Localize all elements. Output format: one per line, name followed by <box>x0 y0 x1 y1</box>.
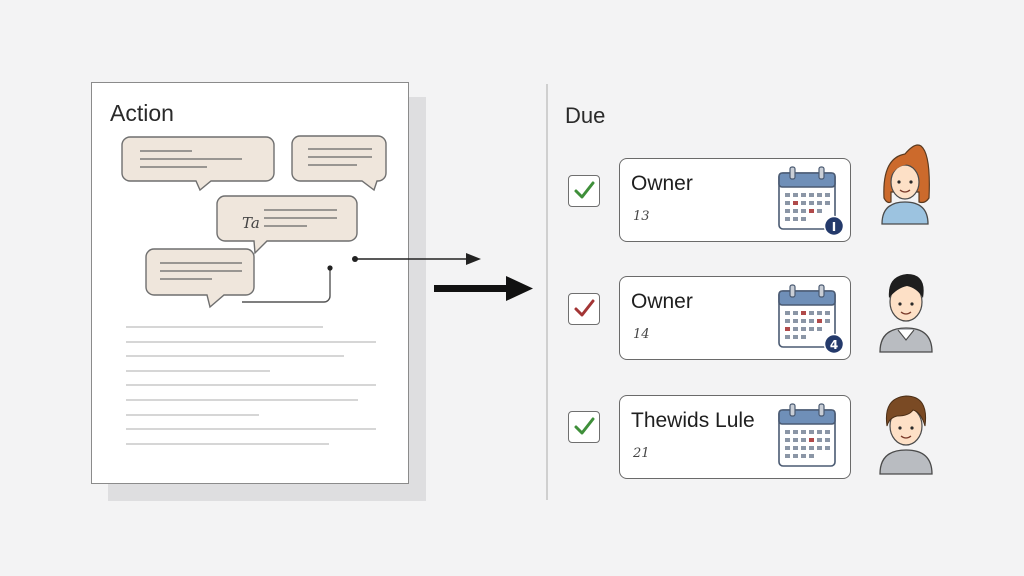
text-line <box>126 369 270 372</box>
comment-bubble-2 <box>291 135 387 192</box>
task-card-3[interactable]: Thewids Lule 21 <box>619 395 851 479</box>
task-row-3: Thewids Lule 21 <box>0 0 1024 479</box>
calendar-icon <box>778 403 836 467</box>
task-number: 13 <box>633 209 650 224</box>
task-card-2[interactable]: Owner 14 4 <box>619 276 851 360</box>
avatar-man-dark-hair <box>879 274 933 353</box>
text-line <box>126 398 358 401</box>
source-document: Action Ta <box>91 82 409 484</box>
task-number: 21 <box>633 446 650 461</box>
text-line <box>126 340 376 343</box>
avatar-man-brown-hair <box>879 395 933 475</box>
task-checkbox-2[interactable] <box>568 293 600 325</box>
task-card-1[interactable]: Owner 13 I <box>619 158 851 242</box>
task-row-2: Owner 14 4 <box>0 0 1024 360</box>
text-line <box>126 384 376 387</box>
panel-divider <box>546 84 548 500</box>
avatar-woman-red-hair <box>881 144 930 225</box>
task-row-1: Owner 13 I <box>0 0 1024 242</box>
thick-arrow <box>434 276 533 301</box>
comment-bubble-3: Ta <box>216 195 358 255</box>
task-checkbox-3[interactable] <box>568 411 600 443</box>
calendar-badge-text: 4 <box>830 338 838 352</box>
calendar-badge <box>823 215 843 237</box>
text-line <box>126 428 376 431</box>
calendar-icon: I <box>778 166 843 237</box>
checkmark-icon <box>574 299 595 317</box>
task-number: 14 <box>633 327 650 342</box>
connector-line <box>242 268 331 303</box>
due-title: Due <box>565 103 606 128</box>
calendar-icon: 4 <box>778 284 843 355</box>
task-checkbox-1[interactable] <box>568 175 600 207</box>
text-line <box>126 442 329 445</box>
comment-bubbles: Ta <box>121 135 387 309</box>
document-title: Action <box>110 100 174 126</box>
text-line <box>126 326 323 328</box>
checkmark-icon <box>574 181 595 199</box>
text-line <box>126 355 344 358</box>
connector-dot <box>327 265 333 271</box>
task-owner-label: Owner <box>631 290 693 313</box>
calendar-badge <box>823 333 843 355</box>
text-line <box>126 413 259 416</box>
task-owner-label: Owner <box>631 172 693 195</box>
calendar-badge-text: I <box>832 220 836 234</box>
comment-bubble-4 <box>145 248 255 309</box>
comment-bubble-1 <box>121 136 275 192</box>
checkmark-icon <box>574 417 595 435</box>
document-text-lines <box>126 326 376 457</box>
task-owner-label: Thewids Lule <box>631 409 755 432</box>
bubble-annotation-text: Ta <box>242 214 260 232</box>
thin-arrow <box>352 253 481 265</box>
